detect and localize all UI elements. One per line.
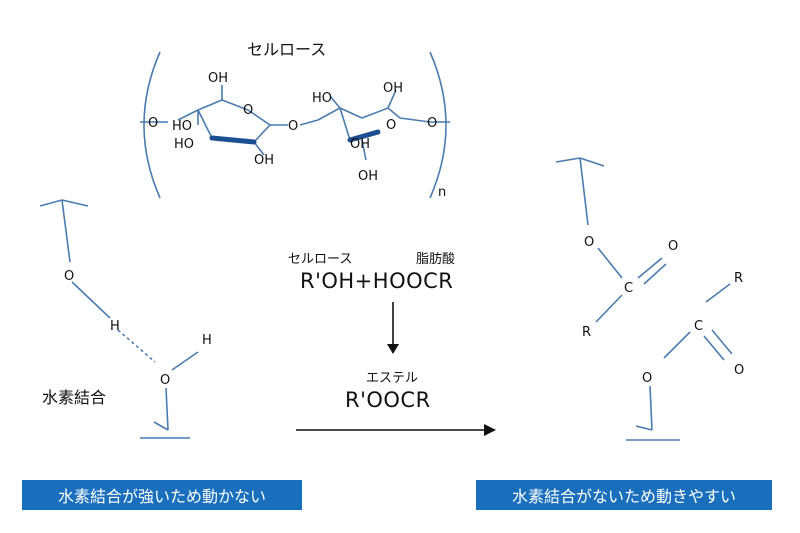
right-arrow-head xyxy=(484,424,496,436)
atom-oxygen: O xyxy=(584,235,594,250)
cellulose-atoms: O OH O HO HO OH O HO OH O OH OH O n xyxy=(148,71,446,200)
reaction-equation: R'OH+HOOCR xyxy=(300,269,454,293)
atom-oxygen: O xyxy=(734,363,744,378)
reactant-label-cellulose: セルロース xyxy=(288,252,353,267)
atom-oxygen: O xyxy=(642,371,652,386)
bond-mark-o: O xyxy=(148,116,158,131)
hydroxyl-label: HO xyxy=(312,91,332,106)
atom-hydrogen: H xyxy=(110,319,120,334)
repeat-subscript: n xyxy=(438,185,446,200)
ring-oxygen: O xyxy=(243,103,253,118)
hydroxyl-label: OH xyxy=(208,71,228,86)
hydroxyl-label: OH xyxy=(358,169,378,184)
hydroxyl-label: OH xyxy=(350,137,370,152)
atom-carbon: C xyxy=(694,319,703,334)
ester-atoms: O O C R R C O O xyxy=(582,235,744,386)
hydroxyl-label: OH xyxy=(254,153,274,168)
glycosidic-oxygen: O xyxy=(288,119,298,134)
right-bracket xyxy=(429,51,447,199)
atom-carbon: C xyxy=(624,281,633,296)
hydroxyl-label: HO xyxy=(172,119,192,134)
hydrogen-bond-atoms: O H H O xyxy=(64,269,212,388)
ring-oxygen: O xyxy=(386,118,396,133)
bond-mark-o: O xyxy=(427,116,437,131)
hydroxyl-label: OH xyxy=(383,81,403,96)
atom-oxygen: O xyxy=(64,269,74,284)
cellulose-title: セルロース xyxy=(247,40,327,59)
left-bracket xyxy=(143,51,161,199)
reactant-label-fatty-acid: 脂肪酸 xyxy=(416,252,456,267)
ester-structure xyxy=(555,157,733,441)
hydroxyl-label: HO xyxy=(174,137,194,152)
hydrogen-bond-label: 水素結合 xyxy=(42,388,107,407)
atom-oxygen: O xyxy=(668,239,678,254)
atom-hydrogen: H xyxy=(202,333,212,348)
reaction-product: R'OOCR xyxy=(345,388,431,412)
down-arrow-head xyxy=(387,344,399,354)
caption-left: 水素結合が強いため動かない xyxy=(22,480,302,510)
reaction-arrows xyxy=(296,302,496,436)
hydrogen-bond-structure xyxy=(39,199,199,439)
cellulose-bold-bonds xyxy=(209,129,381,145)
atom-r-group: R xyxy=(582,325,591,340)
caption-right: 水素結合がないため動きやすい xyxy=(476,480,772,510)
cellulose-structure xyxy=(140,51,450,199)
atom-r-group: R xyxy=(734,271,743,286)
product-label-ester: エステル xyxy=(366,371,419,386)
atom-oxygen: O xyxy=(160,373,170,388)
